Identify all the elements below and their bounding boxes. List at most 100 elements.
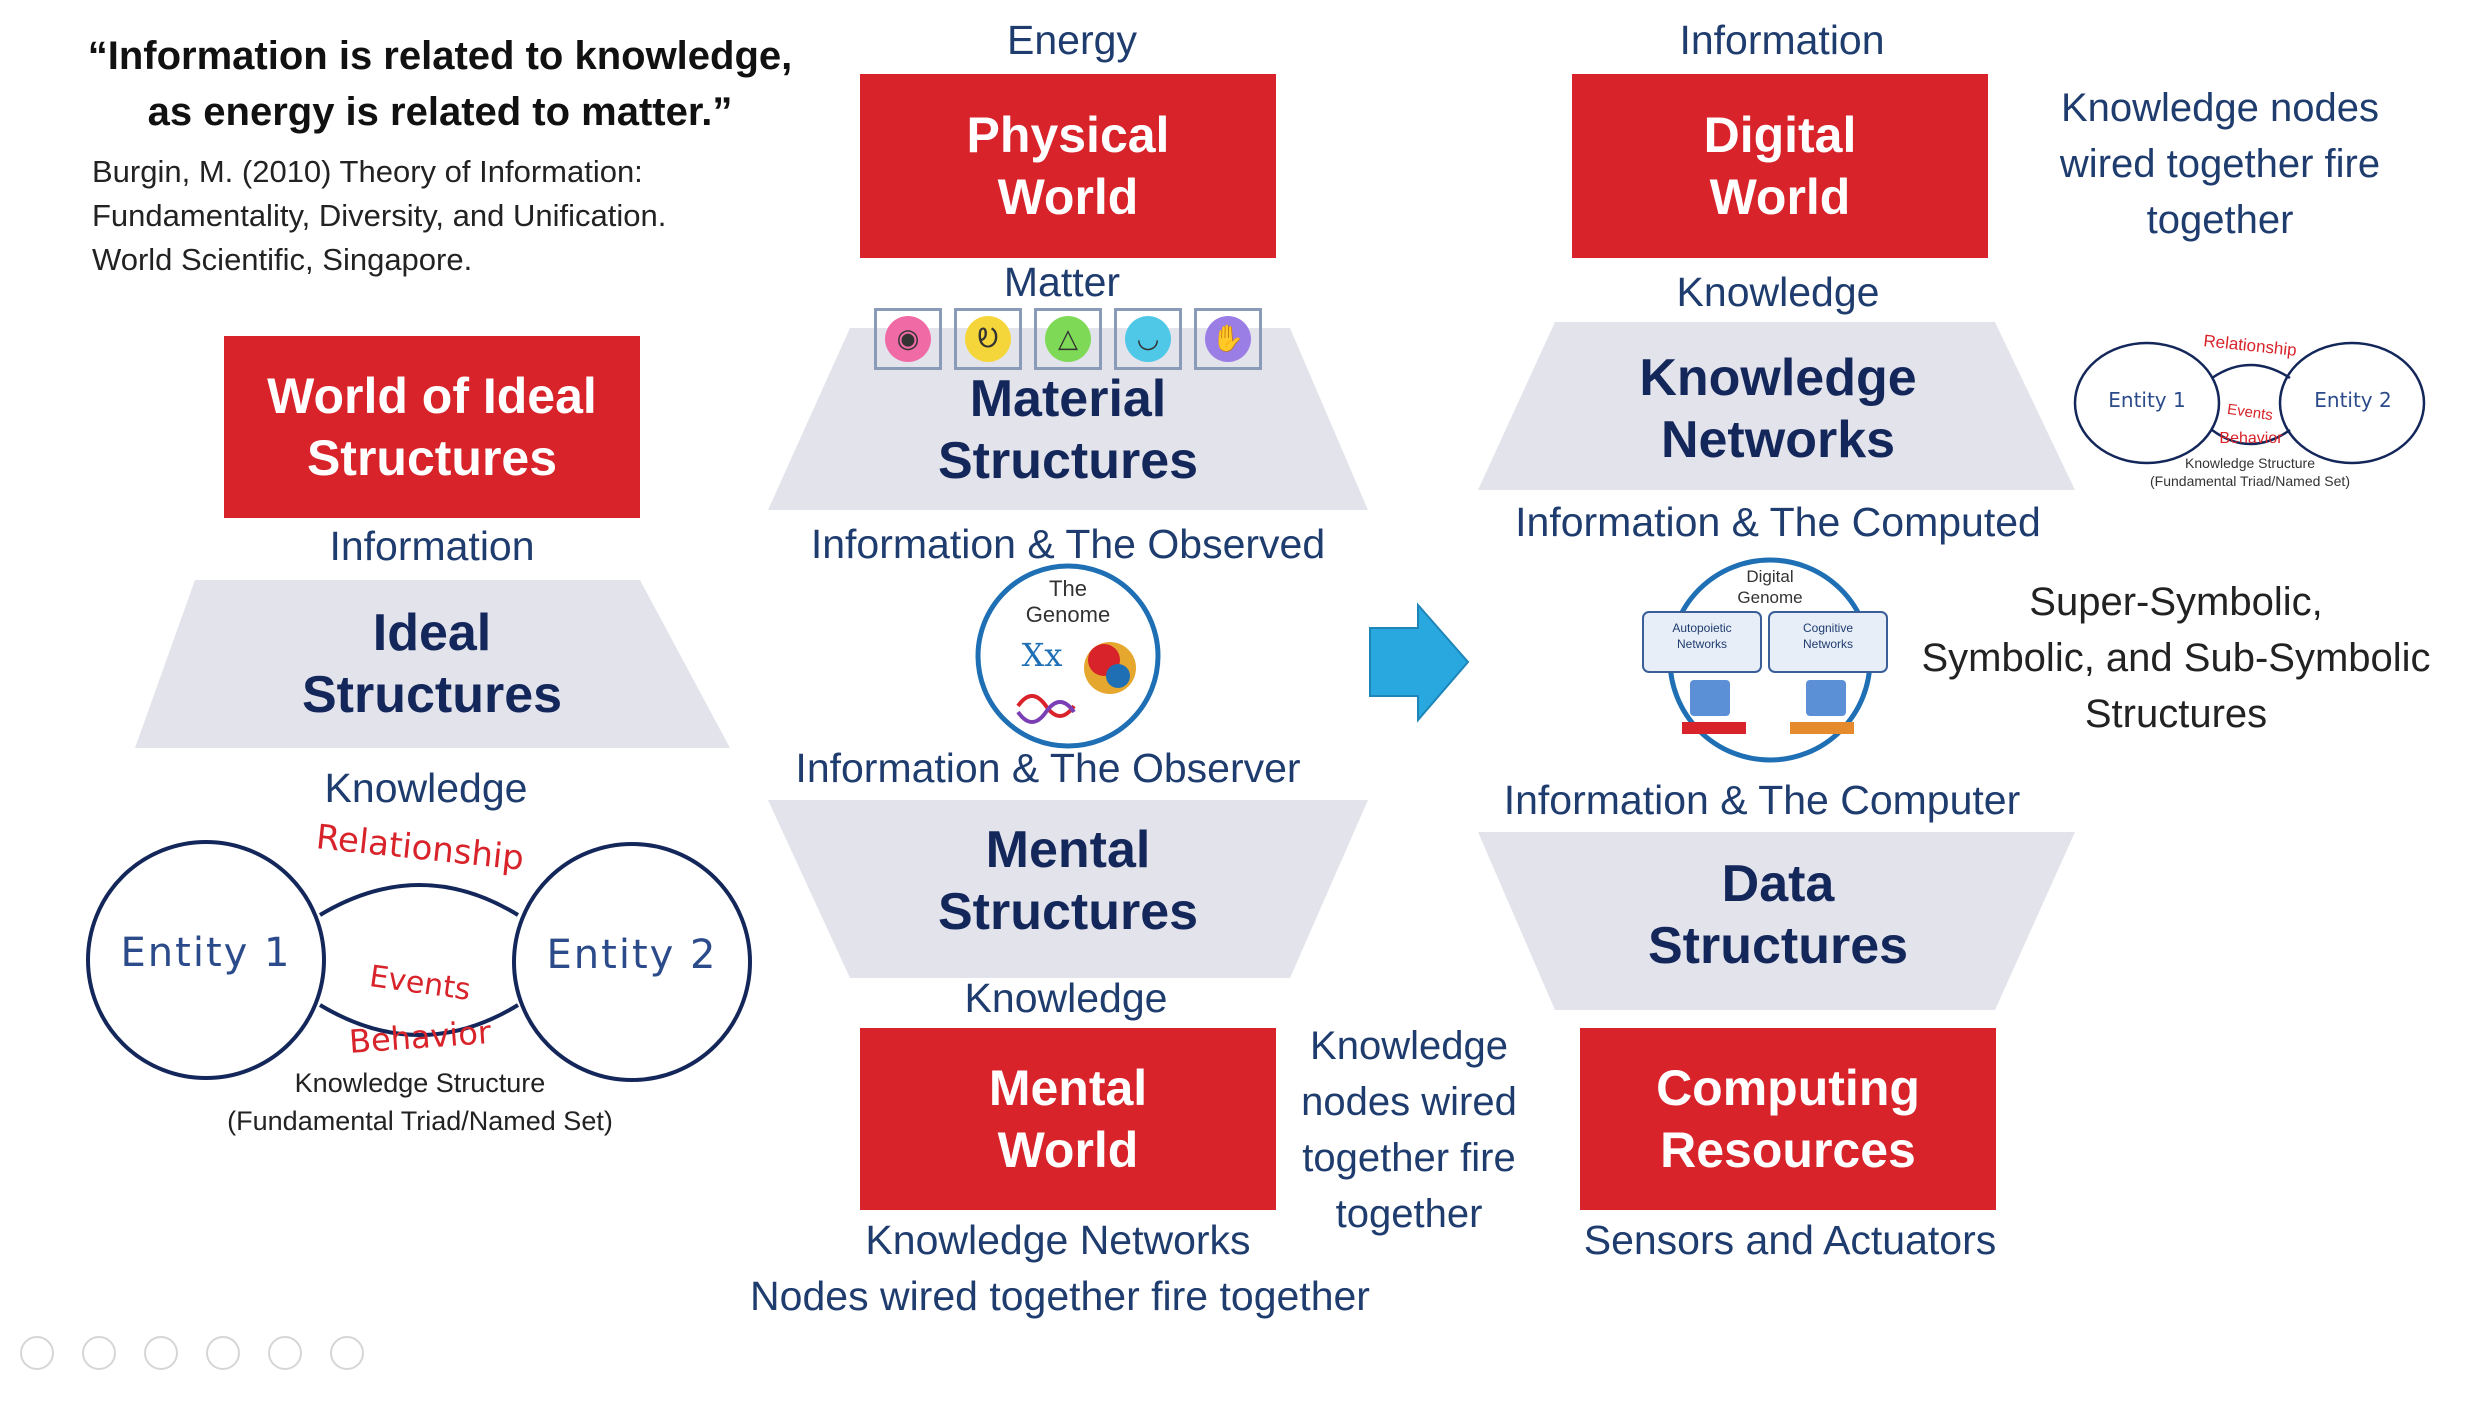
side-line-1: Knowledge — [1310, 1024, 1508, 1068]
trap-line-2: Structures — [301, 666, 563, 724]
nodes-wired-label: Nodes wired together fire together — [750, 1273, 1370, 1319]
quote-line-1: “Information is related to knowledge, — [87, 34, 793, 78]
eye-icon: ◉ — [874, 308, 942, 370]
citation-line-2: Fundamentality, Diversity, and Unificati… — [92, 198, 667, 233]
toolbar-slides-icon[interactable] — [206, 1336, 240, 1370]
material-structures-label: Material Structures — [868, 368, 1268, 492]
data-structures-label: Data Structures — [1578, 850, 1978, 980]
toolbar-more-icon[interactable] — [330, 1336, 364, 1370]
box-line-2: World — [997, 169, 1139, 225]
right-knowledge-label: Knowledge — [1676, 269, 1880, 315]
entity-1-circle — [86, 840, 326, 1080]
toolbar-next-icon[interactable] — [82, 1336, 116, 1370]
box-line-2: World — [1709, 169, 1851, 225]
data-structures-trapezoid — [1478, 832, 2075, 1010]
hand-icon: ✋ — [1194, 308, 1262, 370]
box-line-1: Computing — [1656, 1060, 1920, 1116]
autopoietic-networks-box: Autopoietic Networks — [1643, 620, 1761, 652]
box-line-1: Physical — [966, 107, 1170, 163]
entity-2-circle — [512, 842, 752, 1082]
symbolic-structures-note: Super-Symbolic, Symbolic, and Sub-Symbol… — [1886, 574, 2465, 742]
right-side-note: Knowledge nodes wired together fire toge… — [2020, 80, 2420, 248]
side-line-3: together — [2146, 198, 2294, 242]
dg-box1-line-2: Networks — [1676, 637, 1727, 651]
quote: “Information is related to knowledge, as… — [40, 28, 840, 140]
energy-label: Energy — [1007, 17, 1137, 63]
knowledge-structure-caption: Knowledge Structure (Fundamental Triad/N… — [190, 1064, 650, 1140]
trap-line-2: Networks — [1660, 411, 1896, 469]
computing-resources-box: Computing Resources — [1580, 1028, 1996, 1210]
sym-line-3: Structures — [2084, 692, 2268, 736]
dg-line-1: Digital — [1746, 567, 1794, 586]
center-side-note: Knowledge nodes wired together fire toge… — [1276, 1018, 1542, 1242]
small-caption-line-2: (Fundamental Triad/Named Set) — [2150, 473, 2350, 489]
caption-line-2: (Fundamental Triad/Named Set) — [227, 1106, 613, 1136]
trap-line-1: Material — [969, 370, 1167, 428]
small-entity-2-circle — [2278, 341, 2426, 465]
side-line-4: together — [1335, 1192, 1483, 1236]
knowledge-networks-trapezoid-label: Knowledge Networks — [1578, 344, 1978, 474]
relationship-arc — [318, 883, 520, 917]
cognitive-networks-box: Cognitive Networks — [1769, 620, 1887, 652]
ear-icon: Ꭷ — [954, 308, 1022, 370]
citation-line-1: Burgin, M. (2010) Theory of Information: — [92, 154, 643, 189]
center-knowledge-label: Knowledge — [964, 975, 1168, 1021]
genome-line-2: Genome — [1025, 602, 1111, 627]
citation-line-3: World Scientific, Singapore. — [92, 242, 473, 277]
world-of-ideal-structures-box: World of Ideal Structures — [224, 336, 640, 518]
matter-label: Matter — [1003, 259, 1121, 305]
side-line-3: together fire — [1302, 1136, 1516, 1180]
small-entity-2-label: Entity 2 — [2314, 388, 2392, 412]
toolbar-zoom-icon[interactable] — [268, 1336, 302, 1370]
right-information-label: Information — [1679, 17, 1885, 63]
toolbar-pen-icon[interactable] — [144, 1336, 178, 1370]
material-structures-trapezoid — [768, 328, 1368, 510]
side-line-1: Knowledge nodes — [2060, 86, 2380, 130]
ideal-structures-label: Ideal Structures — [232, 596, 632, 732]
citation: Burgin, M. (2010) Theory of Information:… — [92, 150, 812, 282]
mental-structures-trapezoid — [768, 800, 1368, 978]
mental-world-box: Mental World — [860, 1028, 1276, 1210]
box-line-1: Digital — [1703, 107, 1857, 163]
left-knowledge-label: Knowledge — [324, 765, 528, 811]
observed-label: Information & The Observed — [810, 521, 1326, 567]
computer-label: Information & The Computer — [1503, 777, 2021, 823]
genome-title: The Genome — [1000, 576, 1136, 628]
trap-line-1: Ideal — [372, 604, 492, 662]
small-entity-1-label: Entity 1 — [2108, 388, 2186, 412]
trap-line-2: Structures — [937, 432, 1199, 490]
genome-line-1: The — [1049, 576, 1087, 601]
side-line-2: wired together fire — [2059, 142, 2381, 186]
caption-line-1: Knowledge Structure — [294, 1068, 546, 1098]
toolbar-prev-icon[interactable] — [20, 1336, 54, 1370]
small-caption: Knowledge Structure (Fundamental Triad/N… — [2110, 454, 2390, 490]
sym-line-2: Symbolic, and Sub-Symbolic — [1921, 636, 2431, 680]
observer-label: Information & The Observer — [795, 745, 1301, 791]
sensors-actuators-label: Sensors and Actuators — [1583, 1217, 1997, 1263]
box-line-2: Structures — [306, 430, 558, 486]
computed-label: Information & The Computed — [1515, 499, 2041, 545]
trap-line-2: Structures — [1647, 917, 1909, 975]
behavior-arc — [318, 1003, 520, 1037]
left-information-label: Information — [329, 523, 535, 569]
ideal-structures-trapezoid — [135, 580, 730, 748]
chromosome-icon: Xx — [1021, 636, 1063, 674]
small-entity-1-circle — [2073, 341, 2221, 465]
box-line-2: Resources — [1660, 1122, 1916, 1178]
physical-world-box: Physical World — [860, 74, 1276, 258]
dg-line-2: Genome — [1737, 588, 1803, 607]
sym-line-1: Super-Symbolic, — [2029, 580, 2323, 624]
entity-2-label: Entity 2 — [546, 932, 718, 978]
small-caption-line-1: Knowledge Structure — [2185, 455, 2315, 471]
nose-icon: △ — [1034, 308, 1102, 370]
digital-world-box: Digital World — [1572, 74, 1988, 258]
knowledge-networks-trapezoid — [1478, 322, 2075, 490]
quote-line-2: as energy is related to matter.” — [147, 90, 733, 134]
trap-line-1: Knowledge — [1639, 349, 1917, 407]
trap-line-2: Structures — [937, 883, 1199, 941]
box-line-1: World of Ideal — [267, 368, 597, 424]
knowledge-networks-label: Knowledge Networks — [865, 1217, 1251, 1263]
trap-line-1: Mental — [985, 821, 1151, 879]
mouth-icon: ◡ — [1114, 308, 1182, 370]
